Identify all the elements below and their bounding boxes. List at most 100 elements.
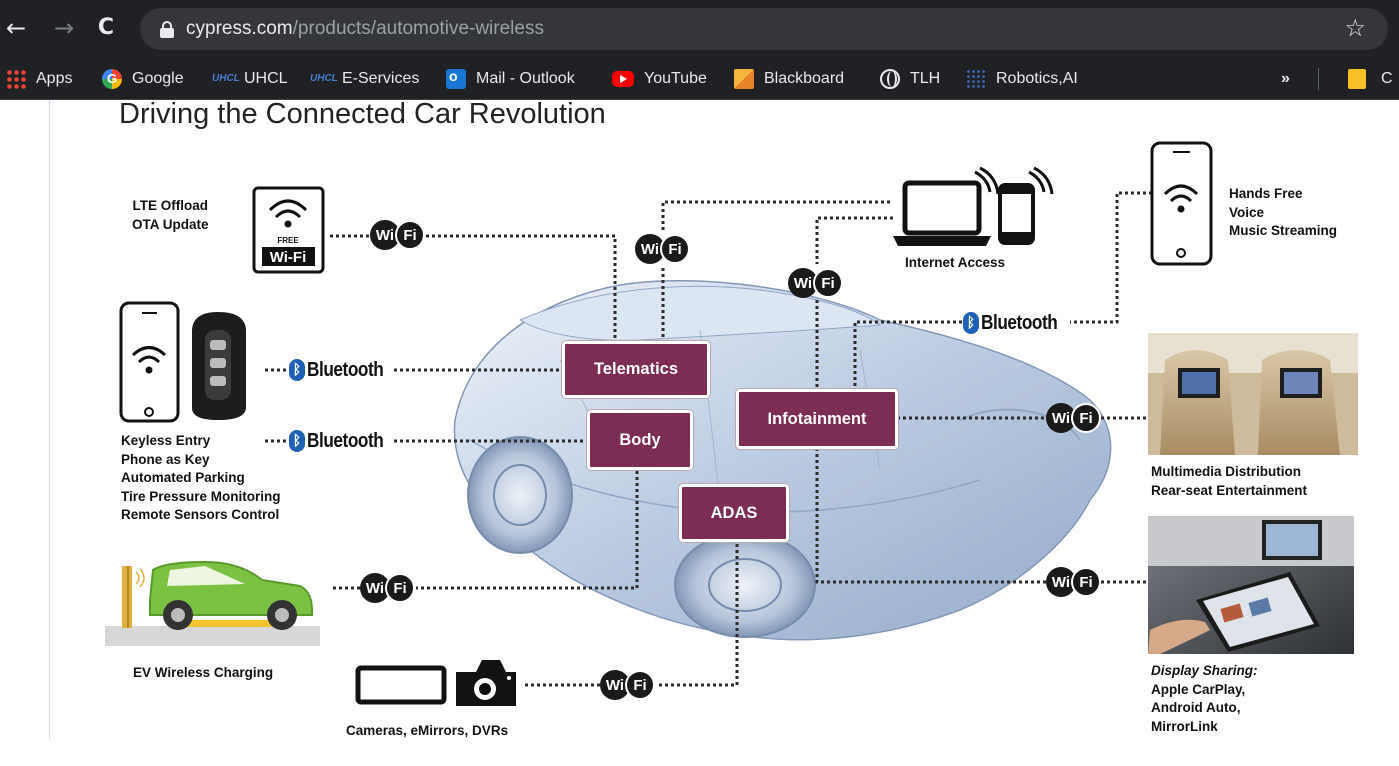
bookmark-folder-label[interactable]: C bbox=[1381, 70, 1393, 87]
smartphone-icon bbox=[119, 301, 180, 423]
connection-lines bbox=[265, 191, 1152, 687]
label-line: Phone as Key bbox=[121, 451, 210, 467]
bookmarks-overflow-button[interactable]: » bbox=[1281, 70, 1290, 87]
bookmark-folder-icon[interactable] bbox=[1348, 69, 1366, 89]
bookmark-star-icon[interactable]: ☆ bbox=[1344, 14, 1366, 42]
bookmark-tlh[interactable]: TLH bbox=[880, 58, 941, 99]
infotainment-module: Infotainment bbox=[736, 389, 898, 449]
bookmark-label: Google bbox=[132, 70, 184, 87]
bookmark-label: Robotics,AI bbox=[996, 70, 1078, 87]
bookmark-youtube[interactable]: YouTube bbox=[612, 58, 707, 99]
dotted-grid-icon bbox=[966, 69, 986, 89]
label-line: Voice bbox=[1229, 204, 1265, 220]
bookmark-label: UHCL bbox=[244, 70, 288, 87]
label-line: Apple CarPlay, bbox=[1151, 681, 1246, 697]
bluetooth-label: Bluetooth bbox=[307, 429, 384, 452]
bookmark-robotics[interactable]: Robotics,AI bbox=[966, 58, 1078, 99]
bluetooth-label: Bluetooth bbox=[307, 358, 384, 381]
keyless-entry-label: Keyless Entry Phone as Key Automated Par… bbox=[121, 432, 281, 525]
bookmarks-divider bbox=[1318, 68, 1319, 90]
label-line: Android Auto, bbox=[1151, 700, 1241, 715]
back-button[interactable]: ← bbox=[5, 14, 27, 42]
lte-offload-label: LTE Offload OTA Update bbox=[132, 197, 209, 234]
wifi-badge-right: Fi bbox=[385, 573, 415, 603]
uhcl-icon: UHCL bbox=[212, 73, 240, 84]
ev-charging-label: EV Wireless Charging bbox=[133, 665, 274, 680]
bookmarks-bar: Apps Google UHCL UHCL UHCL E-Services Mail… bbox=[0, 58, 1399, 100]
free-wifi-sign: FREE Wi-Fi bbox=[252, 186, 325, 274]
laptop-icon bbox=[893, 166, 1000, 246]
internet-access-label: Internet Access bbox=[905, 255, 1006, 270]
label-line: Remote Sensors Control bbox=[121, 507, 280, 522]
wifi-badge-right: Fi bbox=[1071, 403, 1101, 433]
forward-button[interactable]: → bbox=[53, 14, 75, 42]
label-line: Automated Parking bbox=[121, 470, 245, 485]
label-line: LTE Offload bbox=[132, 198, 209, 213]
bookmark-label: Blackboard bbox=[764, 70, 845, 87]
label-line: OTA Update bbox=[132, 216, 209, 232]
ev-charging-illustration bbox=[105, 560, 320, 646]
uhcl-icon: UHCL bbox=[310, 73, 338, 84]
url-text[interactable]: cypress.com/products/automotive-wireless bbox=[186, 18, 544, 40]
reload-button[interactable]: C bbox=[97, 15, 115, 40]
cameras-label: Cameras, eMirrors, DVRs bbox=[346, 723, 509, 738]
apps-grid-icon bbox=[6, 69, 26, 89]
label-line: Keyless Entry bbox=[121, 433, 211, 448]
body-module: Body bbox=[587, 410, 693, 470]
camera-icon bbox=[355, 660, 516, 706]
bookmark-blackboard[interactable]: Blackboard bbox=[734, 58, 845, 99]
wifi-badge-right: Fi bbox=[1071, 567, 1101, 597]
bookmark-label: TLH bbox=[910, 70, 941, 87]
blackboard-icon bbox=[734, 69, 754, 89]
wifi-badge-right: Fi bbox=[625, 670, 655, 700]
lock-icon bbox=[160, 21, 174, 38]
wifi-badge-left: Wi bbox=[1046, 567, 1076, 597]
bluetooth-label: Bluetooth bbox=[981, 311, 1058, 334]
bookmark-outlook[interactable]: Mail - Outlook bbox=[446, 58, 575, 99]
outlook-icon bbox=[446, 68, 466, 89]
bookmark-label: YouTube bbox=[644, 70, 707, 87]
mobile-phone-icon bbox=[998, 166, 1054, 245]
adas-module: ADAS bbox=[679, 484, 789, 542]
url-path: /products/automotive-wireless bbox=[292, 18, 544, 39]
label-line: MirrorLink bbox=[1151, 718, 1218, 734]
address-bar[interactable]: cypress.com/products/automotive-wireless… bbox=[140, 8, 1388, 50]
bluetooth-icon: ᛒ bbox=[963, 312, 979, 334]
wifi-sign-text: Wi-Fi bbox=[270, 249, 307, 266]
label-line: Display Sharing: bbox=[1151, 663, 1258, 678]
key-fob-icon bbox=[192, 312, 246, 420]
bookmark-label: E-Services bbox=[342, 70, 420, 87]
bookmark-uhcl[interactable]: UHCL UHCL bbox=[212, 58, 288, 99]
bookmark-e-services[interactable]: UHCL E-Services bbox=[310, 58, 420, 99]
bluetooth-icon: ᛒ bbox=[289, 430, 305, 452]
bookmark-label: Apps bbox=[36, 70, 73, 87]
display-sharing-photo bbox=[1148, 516, 1354, 654]
page-title: Driving the Connected Car Revolution bbox=[119, 98, 606, 130]
bookmark-google[interactable]: Google bbox=[102, 58, 184, 99]
label-line: Music Streaming bbox=[1229, 223, 1338, 238]
label-line: Hands Free bbox=[1229, 186, 1303, 201]
rear-seat-entertainment-photo bbox=[1148, 333, 1358, 455]
bluetooth-icon: ᛒ bbox=[289, 359, 305, 381]
bookmark-apps[interactable]: Apps bbox=[6, 58, 73, 99]
google-icon bbox=[102, 69, 122, 89]
label-line: Rear-seat Entertainment bbox=[1151, 482, 1308, 498]
multimedia-label: Multimedia Distribution Rear-seat Entert… bbox=[1151, 463, 1307, 500]
wifi-badge-right: Fi bbox=[813, 268, 843, 298]
browser-toolbar: ← → C cypress.com/products/automotive-wi… bbox=[0, 0, 1399, 58]
page-left-rule bbox=[49, 100, 50, 740]
wifi-badge-left: Wi bbox=[788, 268, 818, 298]
wifi-badge-right: Fi bbox=[395, 220, 425, 250]
label-line: Multimedia Distribution bbox=[1151, 464, 1301, 479]
bookmark-label: Mail - Outlook bbox=[476, 70, 575, 87]
display-sharing-label: Display Sharing: Apple CarPlay, Android … bbox=[1151, 662, 1258, 736]
youtube-icon bbox=[612, 71, 634, 87]
